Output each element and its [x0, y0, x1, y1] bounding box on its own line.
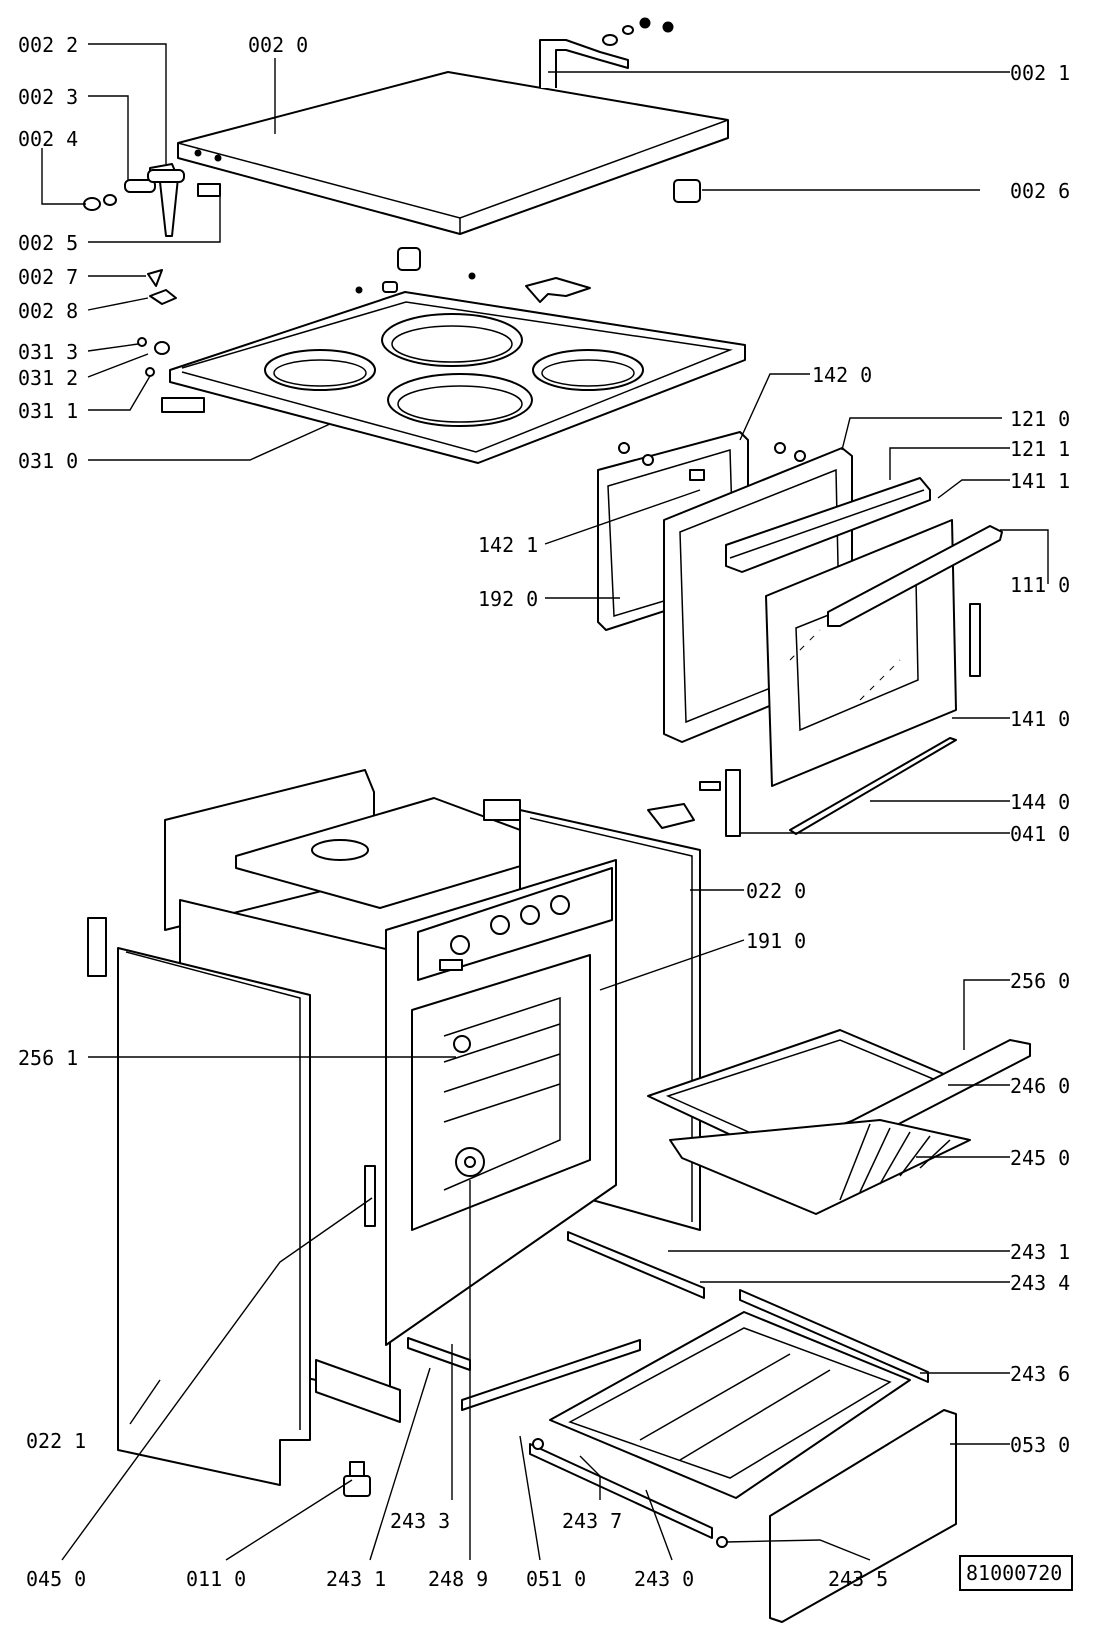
oven-door-group	[597, 431, 1003, 837]
callout-243-4: 243 4	[1010, 1271, 1070, 1295]
callout-246-0: 246 0	[1010, 1074, 1070, 1098]
callout-022-0: 022 0	[746, 879, 806, 903]
callout-labels: 002 2 002 0 002 1 002 3 002 4 002 6 002 …	[18, 33, 1070, 1591]
drawer-rail-rear	[739, 1289, 929, 1383]
callout-053-0: 053 0	[1010, 1433, 1070, 1457]
door-baffle	[725, 477, 931, 573]
callout-002-7: 002 7	[18, 265, 78, 289]
callout-243-6: 243 6	[1010, 1362, 1070, 1386]
storage-drawer	[549, 1311, 911, 1499]
callout-243-7: 243 7	[562, 1509, 622, 1533]
rear-hinge-bracket	[539, 39, 629, 88]
document-number: 81000720	[966, 1561, 1062, 1585]
callout-256-1: 256 1	[18, 1046, 78, 1070]
left-side-panel	[117, 947, 311, 1486]
top-cover-group	[83, 17, 729, 305]
lid-stop	[673, 179, 701, 203]
adjustable-foot	[343, 1475, 371, 1497]
callout-111-0: 111 0	[1010, 573, 1070, 597]
callout-256-0: 256 0	[1010, 969, 1070, 993]
callout-031-0: 031 0	[18, 449, 78, 473]
callout-002-6: 002 6	[1010, 179, 1070, 203]
callout-002-1: 002 1	[1010, 61, 1070, 85]
callout-011-0: 011 0	[186, 1567, 246, 1591]
callout-142-0: 142 0	[812, 363, 872, 387]
callout-243-1-right: 243 1	[1010, 1240, 1070, 1264]
callout-243-0: 243 0	[634, 1567, 694, 1591]
callout-121-0: 121 0	[1010, 407, 1070, 431]
hob-group	[137, 247, 746, 464]
callout-045-0: 045 0	[26, 1567, 86, 1591]
callout-002-2: 002 2	[18, 33, 78, 57]
leader-lines	[41, 43, 1049, 1561]
callout-243-5: 243 5	[828, 1567, 888, 1591]
callout-121-1: 121 1	[1010, 437, 1070, 461]
document-number-box: 81000720	[959, 1555, 1073, 1591]
callout-243-1-bottom: 243 1	[326, 1567, 386, 1591]
callout-248-9: 248 9	[428, 1567, 488, 1591]
hotplate-left	[264, 349, 376, 391]
callout-002-3: 002 3	[18, 85, 78, 109]
callout-243-3: 243 3	[390, 1509, 450, 1533]
cabinet-top-insulation	[235, 797, 575, 909]
hotplate-large-front	[387, 373, 533, 427]
callout-041-0: 041 0	[1010, 822, 1070, 846]
drawer-runner-left	[407, 1337, 471, 1371]
callout-002-0: 002 0	[248, 33, 308, 57]
drawer-front-panel	[769, 1409, 957, 1623]
drawer-runner-right	[567, 1231, 705, 1299]
callout-142-1: 142 1	[478, 533, 538, 557]
hotplate-right	[532, 349, 644, 391]
callout-192-0: 192 0	[478, 587, 538, 611]
drawer-slide	[529, 1443, 713, 1539]
callout-002-8: 002 8	[18, 299, 78, 323]
lid-clip	[197, 183, 221, 197]
door-handle	[827, 525, 1003, 627]
callout-141-0: 141 0	[1010, 707, 1070, 731]
base-front-strip	[461, 1339, 641, 1411]
callout-144-0: 144 0	[1010, 790, 1070, 814]
top-lid	[177, 71, 729, 235]
cabinet-group	[87, 769, 929, 1497]
callout-245-0: 245 0	[1010, 1146, 1070, 1170]
callout-191-0: 191 0	[746, 929, 806, 953]
hotplate-large-rear	[381, 313, 523, 367]
oven-lamp	[453, 1035, 471, 1053]
callout-002-5: 002 5	[18, 231, 78, 255]
callout-002-4: 002 4	[18, 127, 78, 151]
side-bracket	[364, 1165, 376, 1227]
base-frame	[315, 1359, 401, 1423]
callout-031-2: 031 2	[18, 366, 78, 390]
callout-031-1: 031 1	[18, 399, 78, 423]
accessory-group	[529, 1029, 1031, 1623]
grill-rack	[669, 1119, 971, 1215]
callout-051-0: 051 0	[526, 1567, 586, 1591]
callout-031-3: 031 3	[18, 340, 78, 364]
callout-022-1: 022 1	[26, 1429, 86, 1453]
callout-141-1: 141 1	[1010, 469, 1070, 493]
